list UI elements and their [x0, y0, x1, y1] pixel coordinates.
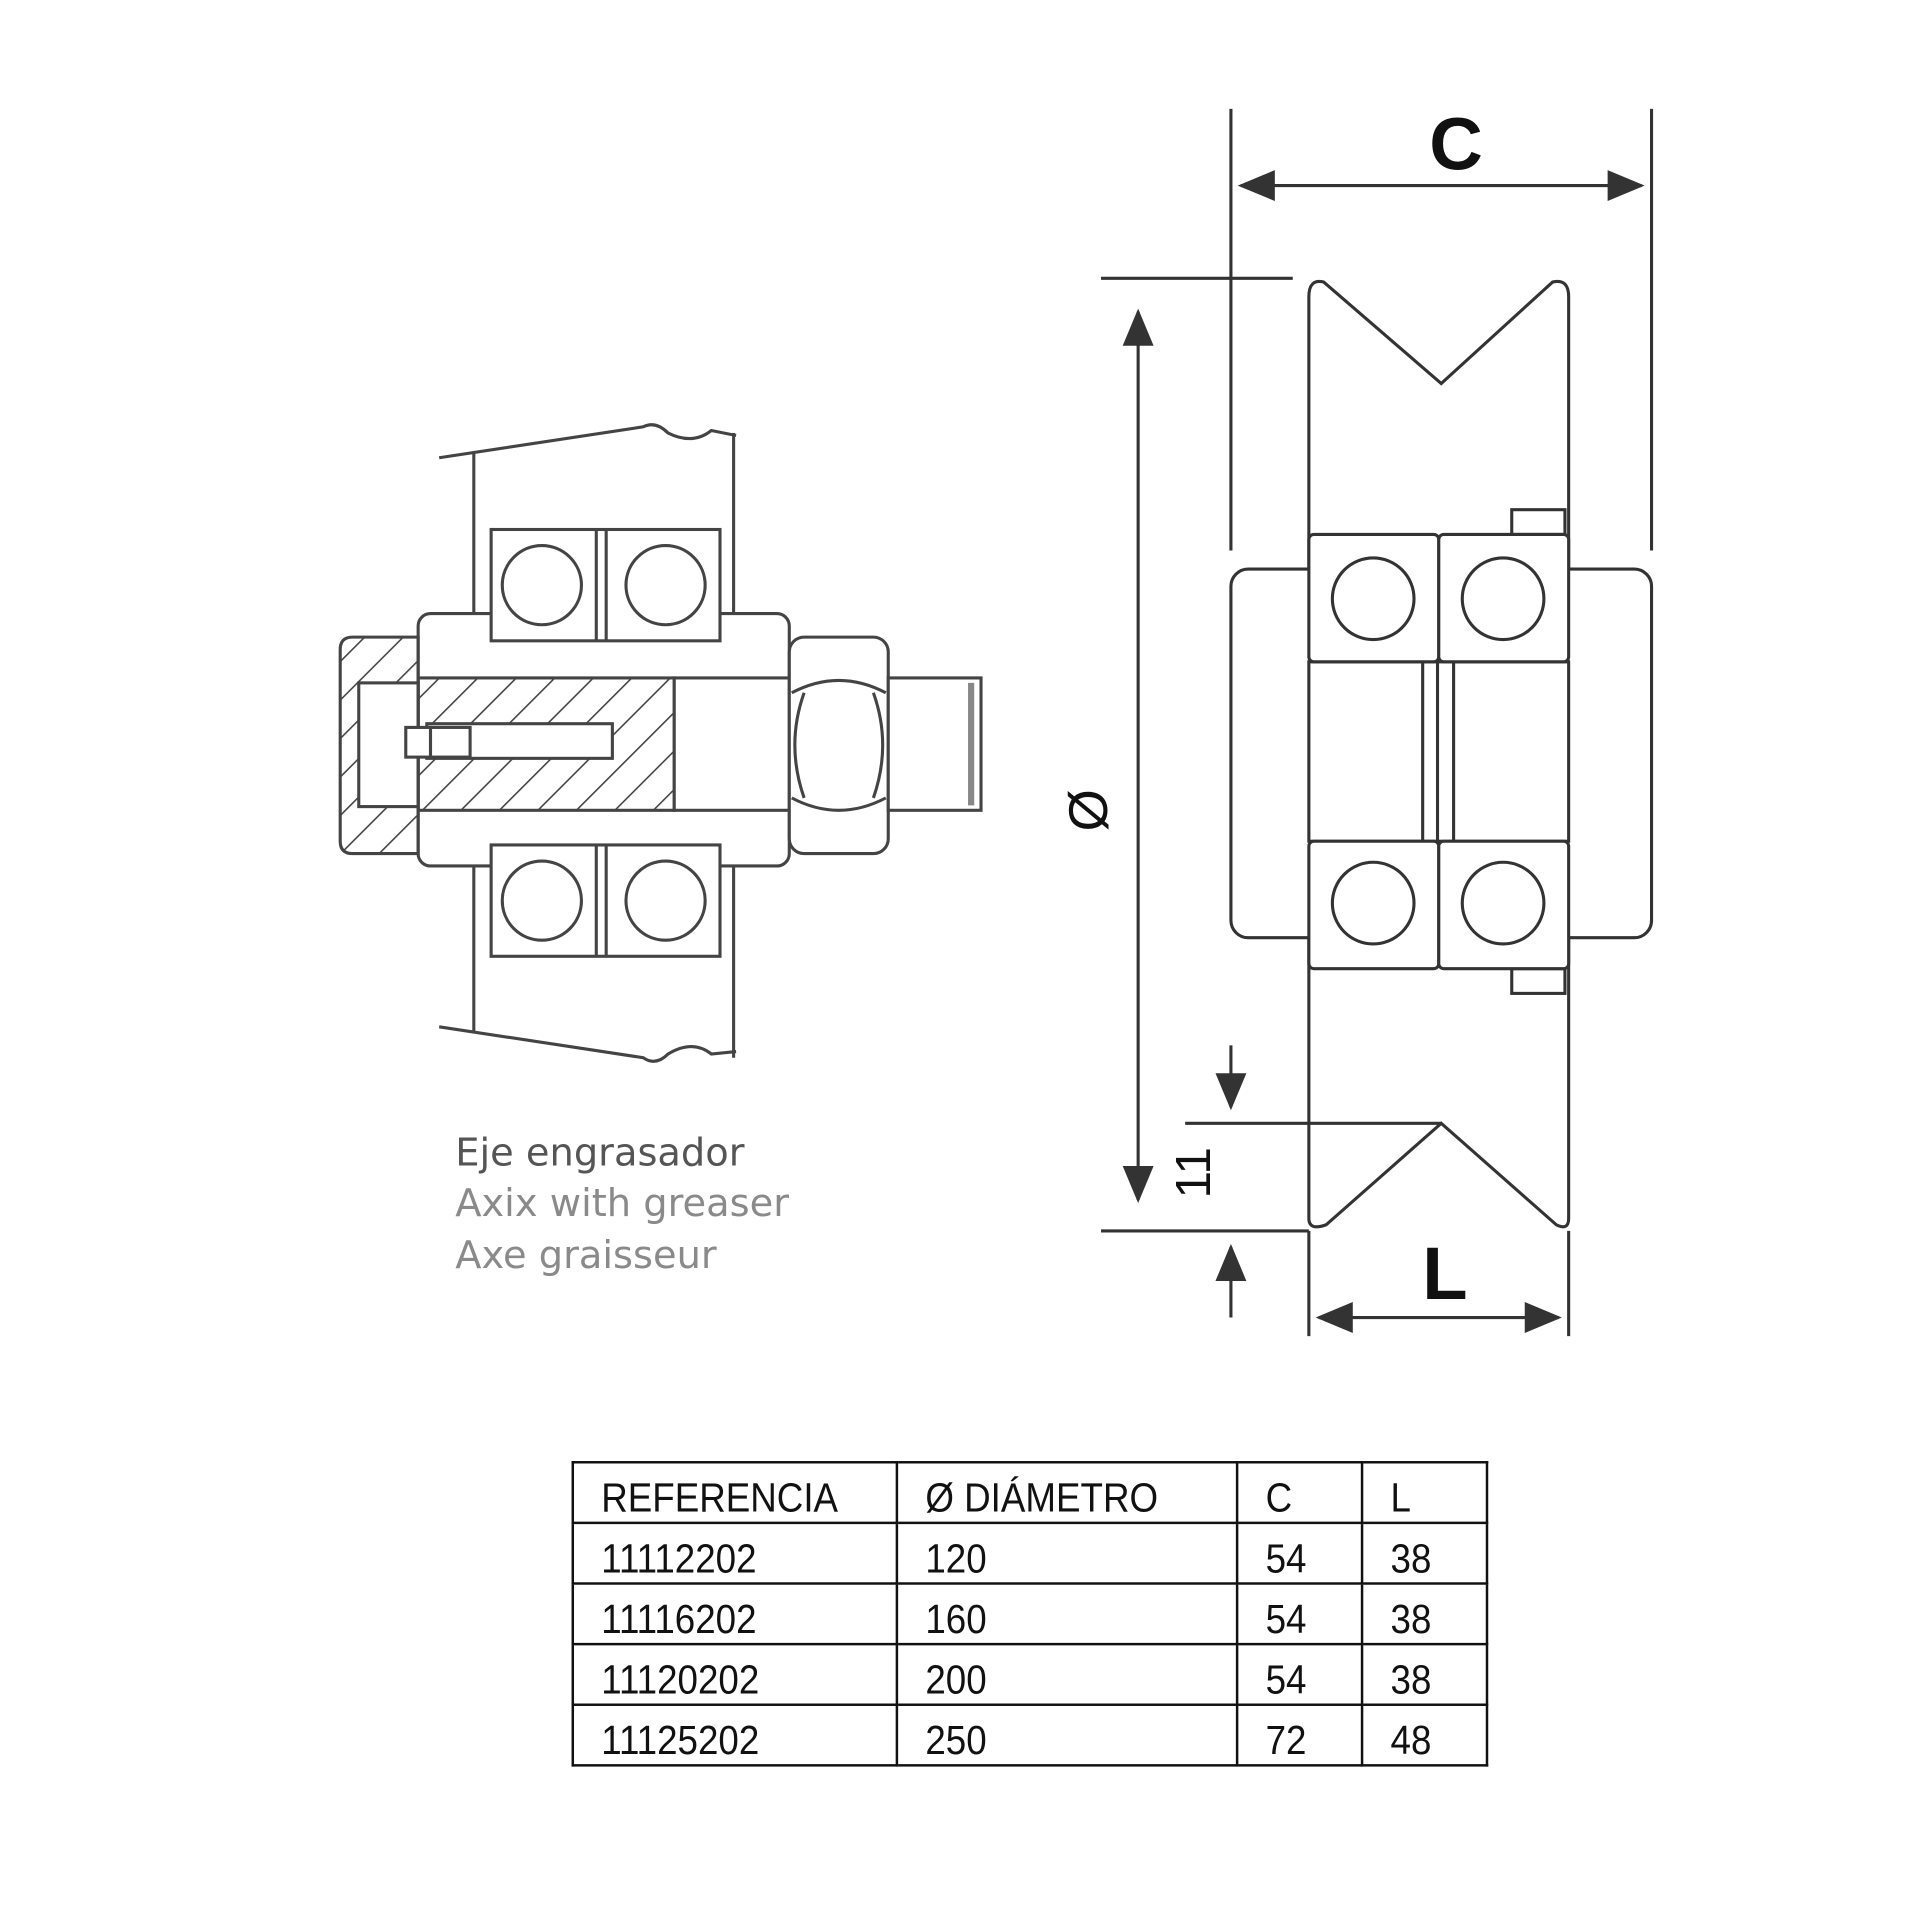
table-header-row: REFERENCIA Ø DIÁMETRO C L	[571, 1461, 1489, 1525]
nut	[787, 635, 890, 856]
cell-l: 48	[1390, 1717, 1432, 1763]
cell-ref: 11112202	[601, 1535, 757, 1582]
cell-ref: 11120202	[601, 1656, 760, 1703]
header-l: L	[1390, 1474, 1411, 1521]
caption-en: Axix with greaser	[455, 1181, 790, 1226]
c-label: C	[1429, 102, 1483, 185]
table-row: 11116202 160 54 38	[571, 1582, 1489, 1646]
header-referencia: REFERENCIA	[601, 1474, 839, 1521]
cell-l: 38	[1390, 1656, 1432, 1703]
l-label: L	[1422, 1232, 1467, 1315]
cell-diameter: 160	[925, 1595, 987, 1642]
cell-c: 72	[1265, 1717, 1307, 1763]
axle-section-view	[338, 423, 983, 1063]
cell-c: 54	[1265, 1656, 1307, 1703]
cell-l: 38	[1390, 1535, 1432, 1582]
wheel-side-view	[1101, 108, 1654, 1337]
threaded-rod	[886, 676, 983, 812]
cell-ref: 11125202	[601, 1717, 760, 1763]
cell-c: 54	[1265, 1535, 1307, 1582]
cell-l: 38	[1390, 1595, 1432, 1642]
header-diametro: Ø DIÁMETRO	[925, 1474, 1159, 1521]
table-row: 11120202 200 54 38	[571, 1642, 1489, 1706]
cell-diameter: 120	[925, 1535, 987, 1582]
table-row: 11112202 120 54 38	[571, 1521, 1489, 1585]
specs-table: REFERENCIA Ø DIÁMETRO C L 11112202 120 5…	[571, 1461, 1489, 1767]
bearing-top	[489, 527, 722, 643]
cell-ref: 11116202	[601, 1595, 757, 1642]
caption-fr: Axe graisseur	[455, 1233, 717, 1278]
table-row: 11125202 250 72 48	[571, 1703, 1489, 1767]
header-c: C	[1265, 1474, 1293, 1521]
cell-diameter: 250	[925, 1717, 987, 1763]
caption-es: Eje engrasador	[455, 1130, 745, 1176]
bearing-bottom	[489, 843, 722, 958]
cell-c: 54	[1265, 1595, 1307, 1642]
groove-depth-label: 11	[1166, 1147, 1221, 1198]
diameter-label: Ø	[1058, 789, 1119, 831]
cell-diameter: 200	[925, 1656, 987, 1703]
